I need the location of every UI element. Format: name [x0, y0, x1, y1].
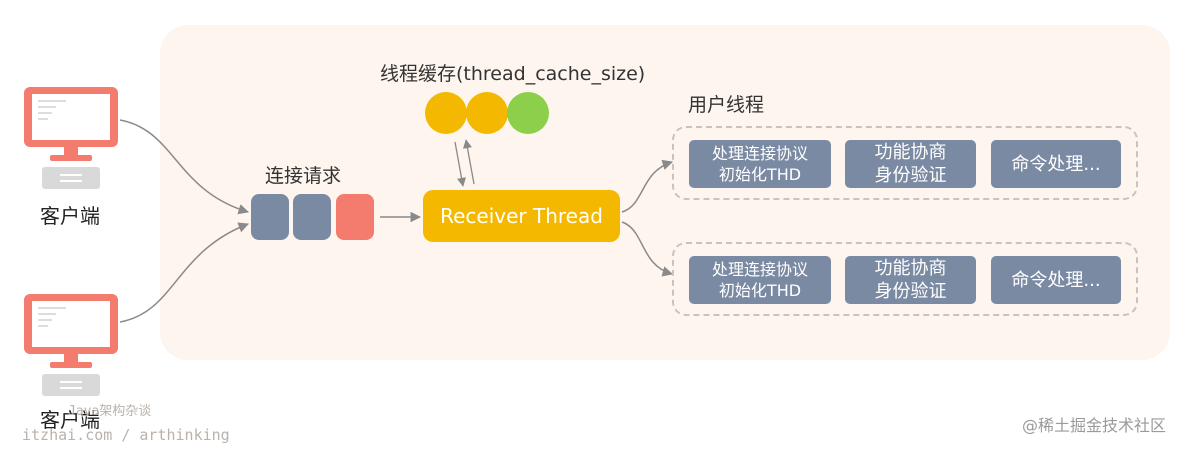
thread-cache-label: 线程缓存(thread_cache_size) — [380, 63, 646, 85]
client1-to-queue-arrow — [119, 119, 250, 215]
user-thread-group-2: 处理连接协议 初始化THD 功能协商 身份验证 命令处理... — [672, 242, 1138, 316]
task-line: 功能协商 — [874, 258, 947, 279]
receiver-to-group1-arrow — [621, 159, 674, 213]
queue-item-3 — [336, 194, 374, 240]
receiver-thread-label: Receiver Thread — [440, 204, 603, 228]
cached-thread-2 — [466, 92, 508, 134]
cached-thread-1 — [425, 92, 467, 134]
task-protocol: 处理连接协议 初始化THD — [689, 140, 831, 188]
watermark-platform: @稀土掘金技术社区 — [1022, 416, 1167, 435]
task-negotiation: 功能协商 身份验证 — [845, 256, 976, 304]
receiver-to-group2-arrow — [621, 221, 674, 277]
receiver-thread-box: Receiver Thread — [423, 190, 620, 242]
user-thread-group-1: 处理连接协议 初始化THD 功能协商 身份验证 命令处理... — [672, 126, 1138, 200]
queue-item-2 — [293, 194, 331, 240]
task-line: 身份验证 — [874, 165, 947, 186]
queue-item-1 — [251, 194, 289, 240]
monitor-icon — [24, 87, 118, 189]
cached-thread-3 — [507, 92, 549, 134]
client-label-1: 客户端 — [40, 204, 100, 228]
task-line: 身份验证 — [874, 281, 947, 302]
task-command: 命令处理... — [991, 140, 1121, 188]
user-threads-label: 用户线程 — [688, 94, 765, 116]
monitor-icon — [24, 294, 118, 396]
queue-label: 连接请求 — [265, 165, 342, 187]
watermark-brand: Java架构杂谈 — [68, 404, 152, 419]
receiver-to-cache-arrow — [462, 139, 475, 185]
client2-to-queue-arrow — [119, 222, 249, 323]
task-line: 命令处理... — [1011, 269, 1101, 291]
task-protocol: 处理连接协议 初始化THD — [689, 256, 831, 304]
task-negotiation: 功能协商 身份验证 — [845, 140, 976, 188]
cache-to-receiver-arrow — [454, 141, 467, 187]
task-line: 命令处理... — [1011, 153, 1101, 175]
client-label-2: 客户端 — [40, 408, 100, 432]
task-line: 功能协商 — [874, 142, 947, 163]
task-line: 初始化THD — [718, 281, 802, 300]
task-line: 处理连接协议 — [711, 144, 808, 163]
task-line: 处理连接协议 — [711, 260, 808, 279]
task-line: 初始化THD — [718, 165, 802, 184]
background-panel — [160, 25, 1170, 360]
task-command: 命令处理... — [991, 256, 1121, 304]
watermark-site: itzhai.com / arthinking — [22, 426, 230, 444]
